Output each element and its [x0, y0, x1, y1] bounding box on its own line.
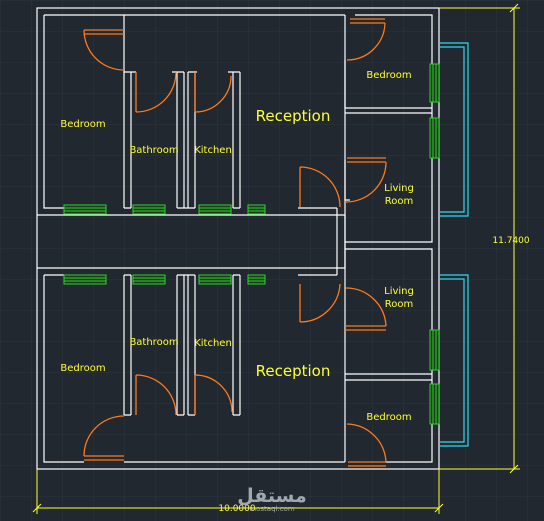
lower-bathroom-label: Bathroom — [129, 337, 178, 348]
room-labels: Bedroom Bathroom Kitchen Reception Bedro… — [60, 70, 413, 423]
lower-reception-label: Reception — [256, 362, 331, 380]
lower-window-reception — [247, 274, 266, 285]
upper-bedroom-left-label: Bedroom — [60, 119, 105, 130]
lower-window-kitchen — [198, 274, 232, 285]
lower-living-label-line1: Living — [384, 286, 414, 297]
upper-window-kitchen — [198, 204, 232, 215]
shaft-wall — [336, 208, 346, 275]
upper-bath-wall-mid — [176, 71, 185, 208]
outer-wall-outline — [36, 7, 440, 470]
doors — [83, 18, 387, 467]
upper-living-label-line2: Room — [385, 196, 413, 207]
upper-kitchen-label: Kitchen — [194, 145, 232, 156]
upper-living-label-line1: Living — [384, 183, 414, 194]
width-dimension-ticks — [32, 503, 444, 513]
upper-window-bedroom — [63, 204, 107, 215]
upper-bathroom-label: Bathroom — [129, 145, 178, 156]
windows — [63, 63, 440, 425]
lower-kitchen-wall-right — [232, 275, 241, 416]
lower-window-bedroom-right — [429, 383, 440, 425]
lower-right-room-walls — [344, 249, 432, 462]
watermark-url: mostaql.com — [249, 505, 295, 513]
upper-door-bedroom-left — [83, 29, 125, 71]
lower-door-bedroom-left — [83, 415, 125, 461]
upper-balcony — [439, 42, 469, 217]
lower-window-bedroom — [63, 274, 107, 285]
lower-bedroom-left-label: Bedroom — [60, 363, 105, 374]
lower-window-bathroom — [132, 274, 166, 285]
balconies — [439, 42, 469, 447]
height-dimension-text: 11.7400 — [492, 236, 529, 246]
lower-balcony — [439, 274, 469, 447]
upper-bedroom-right-label: Bedroom — [366, 70, 411, 81]
lower-bath-wall-left — [123, 275, 132, 416]
upper-window-reception — [247, 204, 266, 215]
upper-window-bedroom-right — [429, 63, 440, 103]
upper-door-kitchen — [194, 72, 232, 113]
height-dimension-line — [439, 7, 520, 470]
lower-bath-wall-mid — [176, 275, 185, 416]
upper-reception-label: Reception — [256, 107, 331, 125]
watermark-arabic: مستقل — [237, 485, 307, 507]
upper-door-bathroom — [135, 71, 177, 113]
upper-door-bedroom-right — [346, 18, 386, 61]
upper-door-living — [345, 157, 387, 203]
lower-door-entrance — [299, 283, 341, 323]
lower-door-bathroom — [135, 374, 177, 416]
width-dimension-text: 10.0000 — [218, 504, 255, 514]
width-dimension-line — [36, 469, 440, 514]
upper-kitchen-wall-right — [232, 71, 241, 208]
lower-door-bedroom-right — [346, 423, 387, 467]
lower-bedroom-right-label: Bedroom — [366, 412, 411, 423]
lower-window-living — [429, 329, 440, 371]
upper-door-entrance — [299, 166, 341, 208]
watermark-logo: مستقل mostaql.com — [237, 485, 307, 513]
lower-living-label-line2: Room — [385, 299, 413, 310]
lower-door-kitchen — [194, 374, 233, 415]
upper-window-living — [429, 117, 440, 159]
lower-kitchen-label: Kitchen — [194, 338, 232, 349]
dimension-lines — [32, 3, 520, 514]
lower-door-living — [345, 287, 387, 331]
upper-bath-wall-left — [123, 15, 132, 208]
height-dimension-ticks — [509, 3, 519, 474]
upper-window-bathroom — [132, 204, 166, 215]
